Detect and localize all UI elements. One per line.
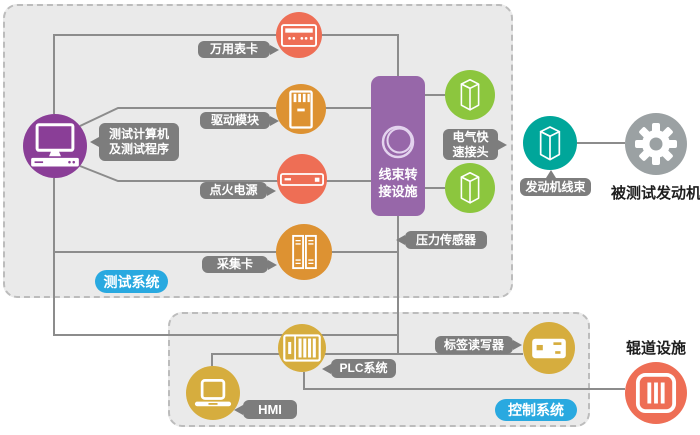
test-computer-label: 测试计算机 及测试程序	[90, 123, 179, 161]
harness-ring-icon	[381, 125, 415, 159]
test-computer-label-line2: 及测试程序	[108, 142, 169, 156]
bubble-tail	[268, 259, 277, 270]
harness-transfer-label-line2: 接设施	[378, 184, 418, 199]
node-hmi	[186, 366, 240, 420]
tag-reader-card-icon	[532, 338, 566, 358]
bubble-tail	[498, 139, 507, 150]
connector-block-icon	[460, 78, 480, 111]
bubble-tail	[270, 44, 279, 55]
engine-harness-label: 发动机线束	[520, 170, 591, 196]
acquisition-card-label-text: 采集卡	[216, 257, 253, 271]
tag-reader-label-text: 标签读写器	[443, 337, 504, 352]
electric-quick-connector-label-line1: 电气快	[452, 129, 489, 144]
node-ignition-power	[277, 154, 327, 204]
tested-engine-label: 被测试发动机	[608, 182, 700, 203]
bubble-tail	[234, 404, 243, 415]
desktop-computer-icon	[31, 123, 79, 167]
drive-module-label-text: 驱动模块	[210, 113, 259, 127]
bubble-tail	[513, 340, 522, 350]
bubble-tail	[396, 235, 405, 245]
roller-facility-label-text: 辊道设施	[625, 340, 686, 357]
node-roller-facility	[625, 362, 687, 424]
node-harness-transfer-facility: 线束转 接设施	[371, 76, 425, 216]
node-test-computer	[23, 114, 87, 178]
hmi-label: HMI	[234, 400, 297, 419]
node-plc-system	[278, 324, 326, 372]
connector-block-icon	[460, 171, 480, 204]
tag-reader-label: 标签读写器	[435, 336, 522, 354]
hmi-label-text: HMI	[258, 402, 282, 417]
roller-facility-label: 辊道设施	[624, 337, 688, 358]
electric-quick-connector-label: 电气快 速接头	[443, 129, 507, 160]
control-system-badge: 控制系统	[495, 399, 577, 421]
connector-block-icon	[539, 125, 561, 160]
control-system-badge-text: 控制系统	[508, 402, 564, 418]
multimeter-card-label-text: 万用表卡	[209, 42, 258, 56]
node-engine-harness	[523, 116, 577, 170]
bubble-tail	[90, 137, 99, 147]
drive-module-icon	[289, 89, 313, 129]
multimeter-card-label: 万用表卡	[198, 41, 279, 58]
laptop-icon	[194, 378, 232, 406]
multimeter-card-icon	[281, 23, 317, 47]
roller-conveyor-icon	[635, 372, 677, 414]
node-multimeter-card	[276, 12, 322, 58]
harness-transfer-label-line1: 线束转	[378, 167, 418, 182]
bubble-tail	[322, 363, 331, 374]
test-system-badge: 测试系统	[95, 270, 168, 293]
electric-quick-connector-label-line2: 速接头	[452, 144, 489, 159]
ignition-power-icon	[280, 172, 324, 186]
node-tested-engine	[625, 113, 687, 175]
plc-system-label-text: PLC系统	[339, 361, 388, 375]
test-system-badge-text: 测试系统	[103, 273, 160, 290]
node-drive-module	[276, 84, 326, 134]
node-tag-reader	[523, 322, 575, 374]
plc-system-label: PLC系统	[322, 359, 396, 378]
acquisition-card-label: 采集卡	[202, 256, 277, 273]
pressure-sensor-label-text: 压力传感器	[415, 232, 476, 247]
node-acquisition-card	[276, 224, 332, 280]
bubble-tail	[546, 170, 556, 178]
pressure-sensor-label: 压力传感器	[396, 231, 487, 249]
node-electric-quick-connector-1	[445, 70, 495, 120]
tested-engine-label-text: 被测试发动机	[610, 185, 700, 202]
ignition-power-label-text: 点火电源	[209, 183, 258, 197]
acquisition-card-icon	[291, 234, 317, 270]
test-computer-label-line1: 测试计算机	[108, 127, 169, 141]
node-electric-quick-connector-2	[445, 163, 495, 213]
engine-harness-label-text: 发动机线束	[525, 179, 586, 194]
bubble-tail	[267, 185, 276, 196]
plc-icon	[283, 334, 321, 362]
gear-icon	[635, 123, 677, 165]
drive-module-label: 驱动模块	[200, 112, 279, 129]
bubble-tail	[270, 115, 279, 126]
ignition-power-label: 点火电源	[200, 182, 276, 199]
